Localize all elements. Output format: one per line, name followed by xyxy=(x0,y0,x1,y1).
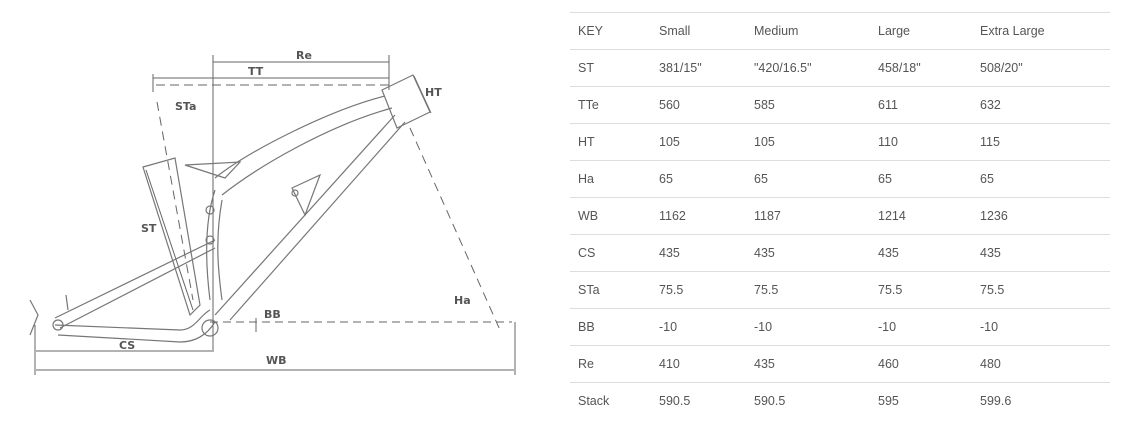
table-cell: 611 xyxy=(870,86,972,124)
table-cell: 435 xyxy=(972,234,1110,272)
row-key: WB xyxy=(570,197,651,235)
table-cell: 105 xyxy=(651,123,746,161)
row-key: STa xyxy=(570,271,651,309)
table-cell: "420/16.5" xyxy=(746,49,870,87)
table-cell: -10 xyxy=(870,308,972,346)
st-dimension xyxy=(145,169,194,311)
table-cell: 460 xyxy=(870,345,972,383)
table-cell: 381/15" xyxy=(651,49,746,87)
table-cell: 65 xyxy=(972,160,1110,198)
table-cell: 1236 xyxy=(972,197,1110,235)
table-cell: 595 xyxy=(870,382,972,419)
table-cell: 110 xyxy=(870,123,972,161)
table-cell: 435 xyxy=(746,234,870,272)
column-header: Extra Large xyxy=(972,12,1110,50)
table-row: BB-10-10-10-10 xyxy=(570,308,1110,346)
row-key: Re xyxy=(570,345,651,383)
cs-dimension xyxy=(34,325,212,375)
table-cell: 435 xyxy=(651,234,746,272)
row-key: HT xyxy=(570,123,651,161)
table-cell: -10 xyxy=(651,308,746,346)
table-cell: 115 xyxy=(972,123,1110,161)
table-cell: 65 xyxy=(870,160,972,198)
table-cell: 599.6 xyxy=(972,382,1110,419)
table-cell: -10 xyxy=(972,308,1110,346)
column-header: Large xyxy=(870,12,972,50)
table-cell: 435 xyxy=(746,345,870,383)
table-cell: 458/18" xyxy=(870,49,972,87)
seat-angle-axis xyxy=(156,101,194,301)
label-st: ST xyxy=(141,222,157,235)
label-bb: BB xyxy=(264,308,281,321)
row-key: CS xyxy=(570,234,651,272)
label-sta: STa xyxy=(175,100,196,113)
table-cell: 75.5 xyxy=(651,271,746,309)
table-cell: 75.5 xyxy=(870,271,972,309)
table-cell: 508/20" xyxy=(972,49,1110,87)
label-cs: CS xyxy=(119,339,135,352)
bike-geometry-diagram: Re TT HT STa ST Ha BB CS WB xyxy=(29,49,516,375)
label-ht: HT xyxy=(425,86,442,99)
row-key: Ha xyxy=(570,160,651,198)
label-wb: WB xyxy=(266,354,287,367)
table-cell: 585 xyxy=(746,86,870,124)
column-header: Small xyxy=(651,12,746,50)
label-re: Re xyxy=(296,49,312,62)
table-cell: 105 xyxy=(746,123,870,161)
table-cell: 590.5 xyxy=(746,382,870,419)
table-cell: 1187 xyxy=(746,197,870,235)
table-cell: -10 xyxy=(746,308,870,346)
label-tt: TT xyxy=(248,65,264,78)
table-cell: 75.5 xyxy=(972,271,1110,309)
table-cell: 590.5 xyxy=(651,382,746,419)
table-cell: 435 xyxy=(870,234,972,272)
table-cell: 410 xyxy=(651,345,746,383)
row-key: Stack xyxy=(570,382,651,419)
row-key: TTe xyxy=(570,86,651,124)
table-cell: 75.5 xyxy=(746,271,870,309)
label-ha: Ha xyxy=(454,294,471,307)
top-tube-dimension xyxy=(152,74,389,92)
table-cell: 480 xyxy=(972,345,1110,383)
reach-dimension xyxy=(213,55,390,90)
steering-axis xyxy=(409,127,501,331)
column-header: KEY xyxy=(570,12,651,50)
table-cell: 632 xyxy=(972,86,1110,124)
row-key: ST xyxy=(570,49,651,87)
table-cell: 1214 xyxy=(870,197,972,235)
column-header: Medium xyxy=(746,12,870,50)
row-key: BB xyxy=(570,308,651,346)
table-cell: 1162 xyxy=(651,197,746,235)
table-cell: 65 xyxy=(651,160,746,198)
table-cell: 65 xyxy=(746,160,870,198)
bike-frame xyxy=(29,74,431,343)
table-cell: 560 xyxy=(651,86,746,124)
